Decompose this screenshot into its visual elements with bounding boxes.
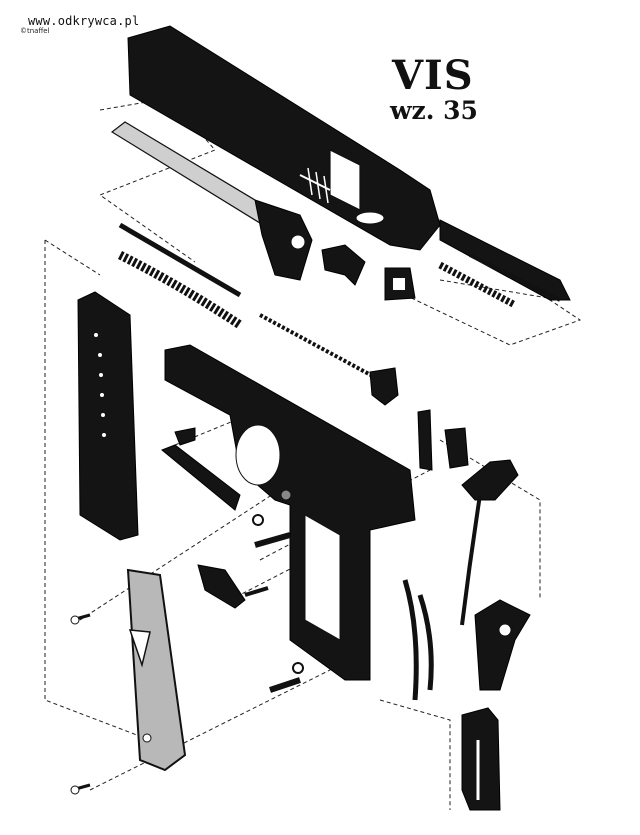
screw-part	[70, 613, 91, 795]
diagram-title: VIS	[392, 52, 474, 99]
grip-panel-part	[126, 568, 187, 772]
slide-small-parts	[321, 244, 416, 301]
frame-part	[164, 344, 416, 681]
recoil-spring-part	[117, 222, 561, 406]
barrel-part	[110, 121, 313, 281]
slide-stop-part	[161, 427, 304, 693]
slide-part	[127, 25, 571, 301]
artist-credit: ©tnaffel	[20, 27, 50, 35]
hammer-part	[417, 409, 531, 691]
watermark: www.odkrywca.pl	[28, 14, 140, 28]
magazine-part	[77, 291, 139, 541]
trigger-part	[402, 579, 501, 811]
diagram-subtitle: wz. 35	[390, 96, 478, 125]
